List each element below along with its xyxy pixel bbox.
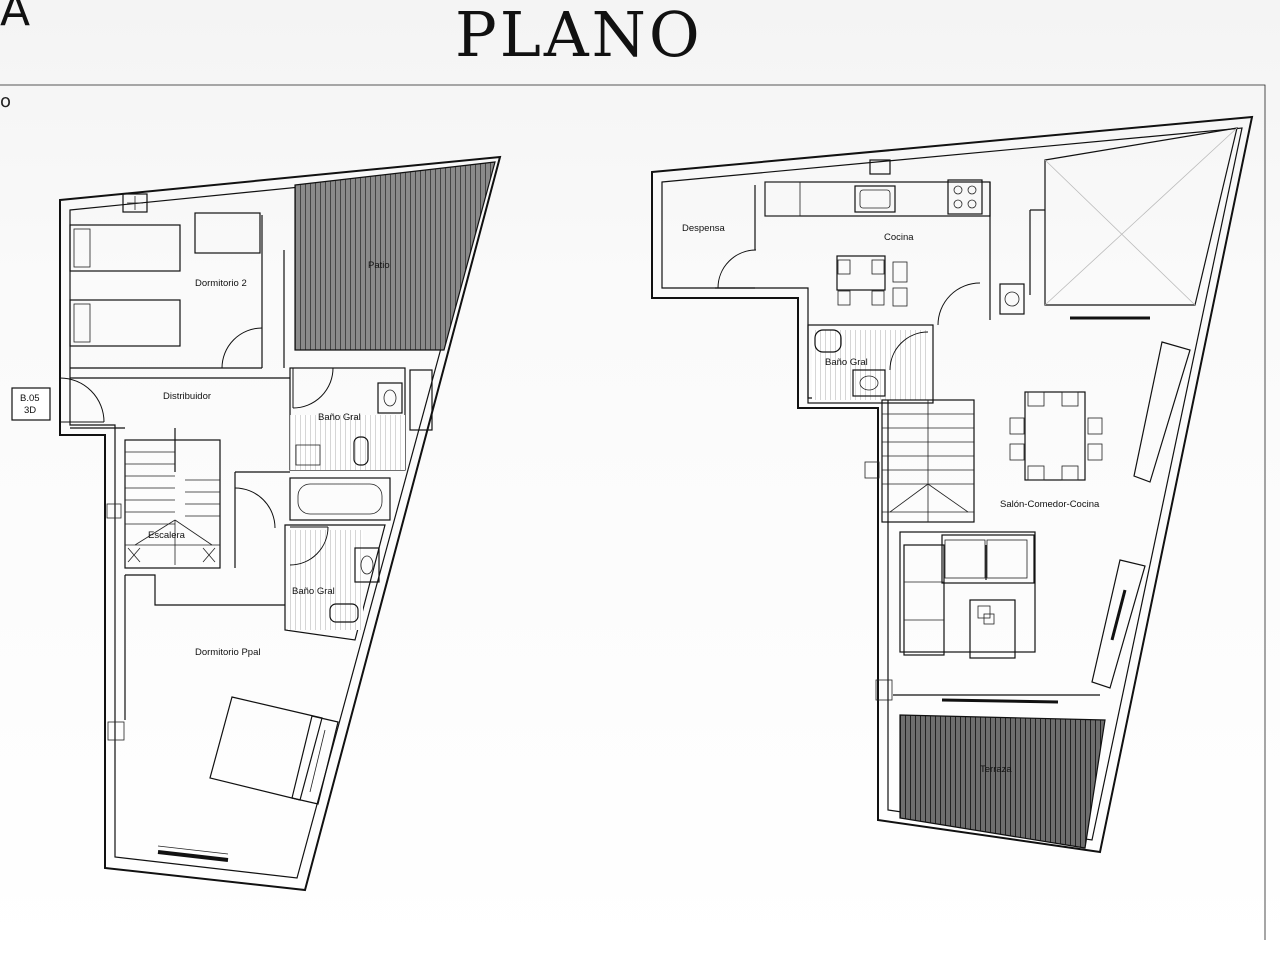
page-title: PLANO (455, 0, 703, 71)
room-label-escalera: Escalera (148, 530, 186, 541)
room-salon (875, 341, 1191, 701)
room-bano-lower (807, 324, 934, 404)
room-label-distribuidor: Distribuidor (163, 391, 211, 402)
window-top-lower (869, 159, 891, 175)
room-distribuidor (59, 377, 290, 473)
room-dormitorio-ppal (107, 487, 339, 805)
room-label-bano-2: Baño Gral (292, 586, 335, 597)
room-bano-1 (289, 367, 433, 471)
upper-floor-plan: Patio Dormitorio 2 (11, 155, 502, 892)
corner-heading-fragment: A (0, 0, 31, 36)
lower-floor-exterior-wall (651, 115, 1254, 854)
room-bano-2 (284, 524, 386, 641)
terraza-area (899, 714, 1106, 849)
corner-text-fragment: o (0, 91, 12, 112)
room-despensa (715, 185, 757, 289)
window-bottom-upper (157, 845, 229, 862)
window-top-upper (122, 193, 148, 213)
room-dormitorio-2 (69, 212, 285, 369)
unit-tag: B.05 3D (11, 387, 51, 421)
room-escalera (106, 439, 236, 569)
patio-area (294, 161, 496, 351)
room-label-bano-lower: Baño Gral (825, 357, 868, 368)
open-area-top-right (1029, 127, 1238, 320)
room-label-terraza: Terraza (980, 764, 1012, 775)
unit-tag-line-1: B.05 (20, 393, 40, 404)
bathtub (289, 477, 391, 521)
lower-floor-plan: Despensa C (651, 115, 1254, 854)
room-label-bano-1: Baño Gral (318, 412, 361, 423)
room-label-salon: Salón-Comedor-Cocina (1000, 499, 1100, 510)
room-label-despensa: Despensa (682, 223, 725, 234)
room-label-patio: Patio (368, 260, 390, 271)
unit-tag-line-2: 3D (24, 405, 36, 416)
room-label-cocina: Cocina (884, 232, 914, 243)
room-label-dormitorio-ppal: Dormitorio Ppal (195, 647, 260, 658)
room-label-dormitorio-2: Dormitorio 2 (195, 278, 247, 289)
upper-floor-exterior-wall (59, 155, 502, 892)
sheet-border (0, 84, 1266, 940)
stairs-lower (864, 399, 975, 523)
room-cocina (764, 179, 1025, 326)
